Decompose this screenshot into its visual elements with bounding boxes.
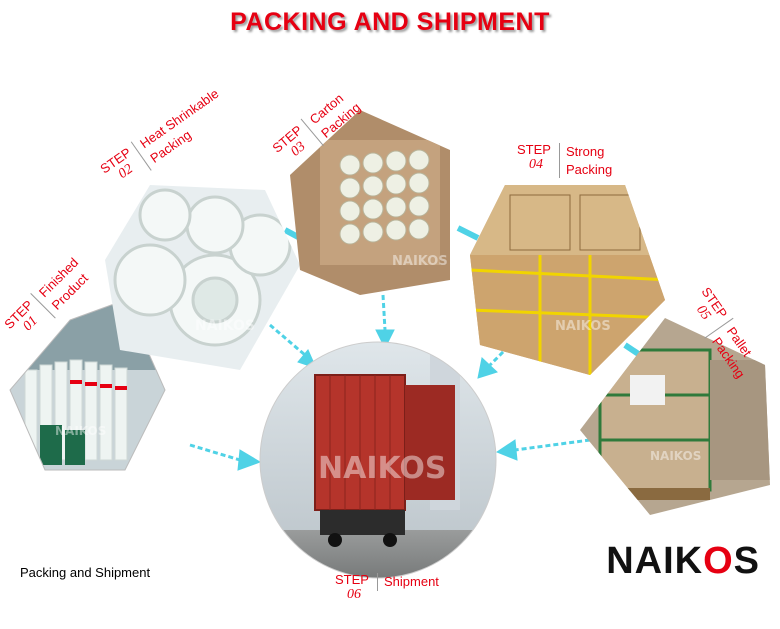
watermark-3: NAIKOS xyxy=(392,254,448,269)
step-06-label: STEP 06 Shipment xyxy=(335,572,439,603)
page-title: PACKING AND SHIPMENT xyxy=(230,8,550,36)
footer-caption: Packing and Shipment xyxy=(20,565,151,580)
carton-packing-photo xyxy=(290,110,450,295)
brand-logo: NAIKOS xyxy=(606,540,760,582)
watermark-5: NAIKOS xyxy=(650,449,701,463)
watermark-2: NAIKOS xyxy=(195,318,255,334)
watermarks: NAIKOS NAIKOS NAIKOS NAIKOS NAIKOS NAIKO… xyxy=(55,254,701,486)
flow-arrows xyxy=(138,225,642,471)
watermark-6: NAIKOS xyxy=(318,451,447,486)
watermark-1: NAIKOS xyxy=(55,424,106,438)
heat-shrinkable-photo xyxy=(105,185,300,370)
watermark-4: NAIKOS xyxy=(555,319,611,334)
strong-packing-photo xyxy=(470,185,665,375)
shipment-container-photo xyxy=(259,341,497,579)
